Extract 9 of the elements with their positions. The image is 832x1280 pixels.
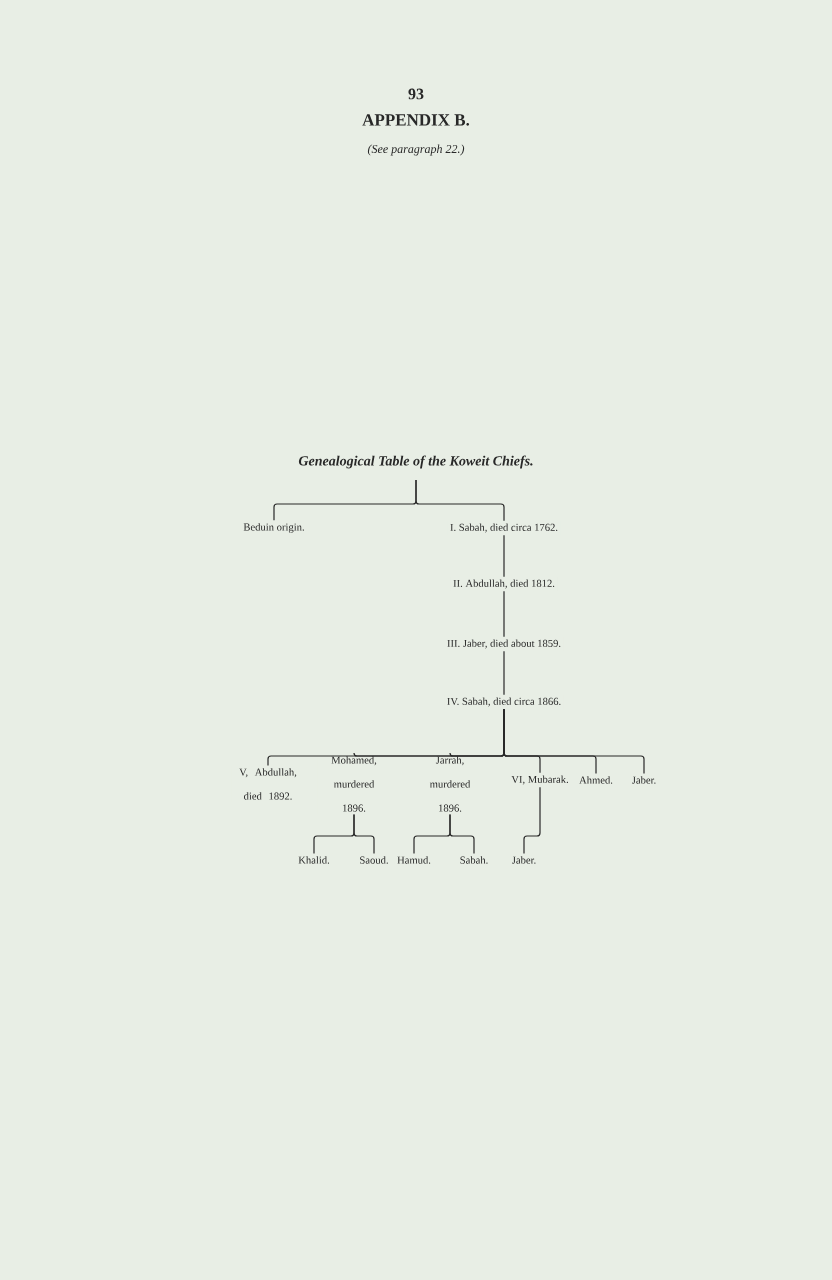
appendix-heading: APPENDIX B.	[362, 114, 470, 126]
connector-line	[353, 813, 375, 855]
page-number: 93	[408, 88, 424, 100]
connector-line	[503, 590, 505, 638]
connector-line	[523, 786, 541, 855]
connector-line	[415, 479, 505, 522]
connector-line	[503, 534, 505, 578]
connector-line	[449, 813, 475, 855]
connector-line	[503, 650, 505, 696]
